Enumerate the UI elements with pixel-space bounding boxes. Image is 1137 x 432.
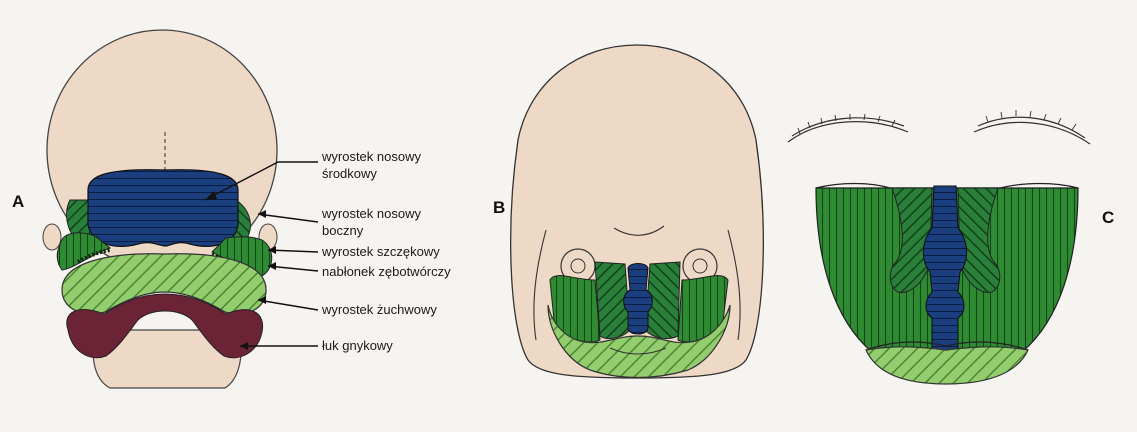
label-medial-nasal-process: wyrostek nosowy środkowy	[322, 148, 421, 182]
panel-label-b: B	[493, 198, 505, 218]
label-odontogenic-epithelium: nabłonek zębotwórczy	[322, 263, 451, 280]
medial-nasal-a	[88, 170, 238, 247]
label-maxillary-process: wyrostek szczękowy	[322, 243, 440, 260]
panel-c-diagram	[788, 110, 1090, 384]
label-mandibular-process: wyrostek żuchwowy	[322, 301, 437, 318]
label-lateral-nasal-process: wyrostek nosowy boczny	[322, 205, 421, 239]
panel-label-a: A	[12, 192, 24, 212]
eyebrows-c	[788, 110, 1090, 144]
panel-label-c: C	[1102, 208, 1114, 228]
panel-b-diagram	[511, 45, 764, 378]
panel-a-diagram	[43, 30, 318, 388]
mandibular-c	[866, 347, 1028, 384]
label-hyoid-arch: łuk gnykowy	[322, 337, 393, 354]
